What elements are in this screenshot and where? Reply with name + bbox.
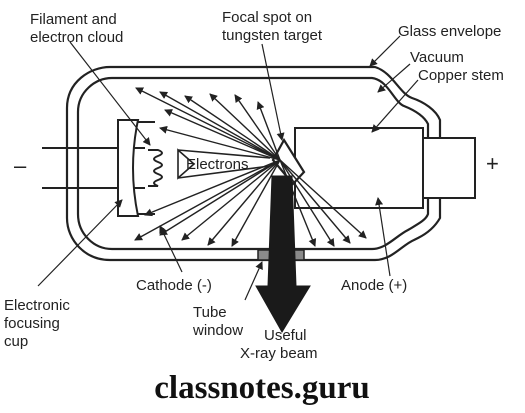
anode-label: Anode (+) bbox=[341, 277, 407, 294]
filament-coil bbox=[148, 149, 163, 187]
minus-sign: – bbox=[14, 153, 27, 178]
useful-beam-label-line1: Useful bbox=[264, 327, 307, 344]
glass-envelope-label: Glass envelope bbox=[398, 23, 501, 40]
site-watermark: classnotes.guru bbox=[154, 370, 369, 406]
useful-x-ray-beam-arrow bbox=[255, 175, 311, 333]
leader-lines bbox=[37, 35, 419, 301]
cathode-label: Cathode (-) bbox=[136, 277, 212, 294]
electron-beam-outline bbox=[177, 149, 271, 179]
focal-spot-label-line2: tungsten target bbox=[222, 27, 323, 44]
useful-beam-label-line2: X-ray beam bbox=[240, 345, 318, 362]
radiating-x-ray-arrows bbox=[134, 87, 367, 247]
focusing-cup-label-line1: Electronic bbox=[4, 297, 70, 314]
focusing-cup bbox=[117, 119, 140, 217]
plus-sign: + bbox=[486, 151, 499, 176]
focusing-cup-label-line2: focusing bbox=[4, 315, 60, 332]
electrons-label: Electrons bbox=[186, 156, 249, 173]
vacuum-label: Vacuum bbox=[410, 49, 464, 66]
focusing-cup-label-line3: cup bbox=[4, 333, 28, 350]
filament-label-line1: Filament and bbox=[30, 11, 117, 28]
tube-window-label-line2: window bbox=[192, 322, 243, 339]
copper-stem-label: Copper stem bbox=[418, 67, 504, 84]
glass-envelope-inner bbox=[76, 76, 430, 251]
glass-envelope-outer bbox=[65, 65, 442, 262]
copper-stem bbox=[294, 127, 476, 209]
filament-label-line2: electron cloud bbox=[30, 29, 123, 46]
focal-spot-label-line1: Focal spot on bbox=[222, 9, 312, 26]
electrons-arrow-head bbox=[177, 148, 196, 180]
tube-window-label-line1: Tube bbox=[193, 304, 227, 321]
